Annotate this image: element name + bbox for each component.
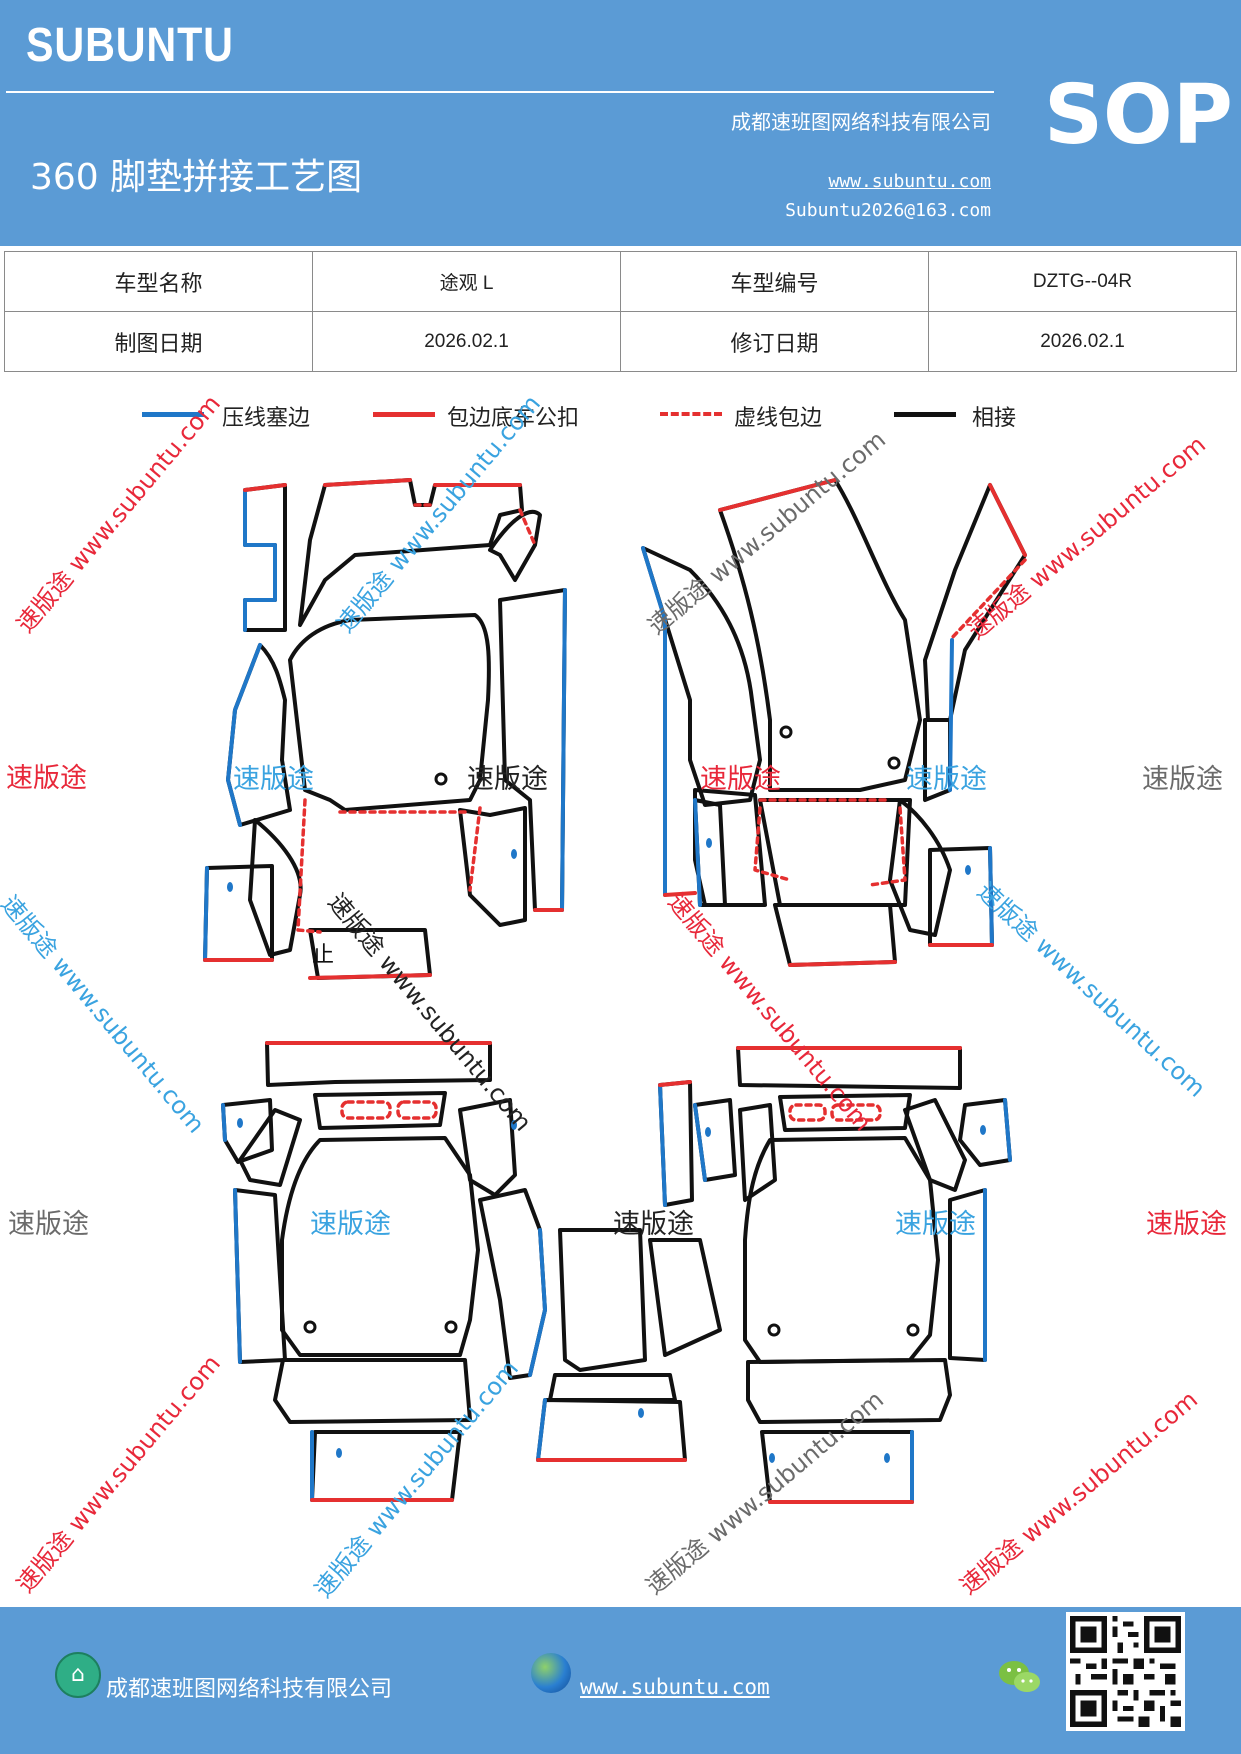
- home-icon: ⌂: [55, 1652, 101, 1698]
- watermark-brand: 速版途: [1142, 764, 1223, 795]
- footer-banner: ⌂ 成都速班图网络科技有限公司 www.subuntu.com: [0, 1607, 1241, 1754]
- legend-swatch-black: [894, 412, 956, 417]
- model-code-label: 车型编号: [620, 251, 929, 312]
- vehicle-info-table: 车型名称 途观 L 车型编号 DZTG--04R 制图日期 2026.02.1 …: [4, 251, 1237, 372]
- watermark-brand: 速版途: [310, 1209, 391, 1240]
- legend-swatch-blue: [142, 412, 204, 417]
- website-link[interactable]: www.subuntu.com: [828, 171, 991, 192]
- legend-swatch-red: [373, 412, 435, 417]
- footer-website-link[interactable]: www.subuntu.com: [580, 1675, 770, 1699]
- brand-logo: SUBUNTU: [26, 19, 234, 72]
- watermark-brand: 速版途: [895, 1209, 976, 1240]
- globe-icon: [531, 1653, 571, 1693]
- revise-date-label: 修订日期: [620, 311, 929, 372]
- watermark-brand: 速版途: [8, 1209, 89, 1240]
- model-name-label: 车型名称: [4, 251, 313, 312]
- table-row: 车型名称 途观 L 车型编号 DZTG--04R: [4, 251, 1237, 312]
- clip-markers: [227, 838, 986, 1463]
- watermark-brand: 速版途: [233, 764, 314, 795]
- draw-date-value: 2026.02.1: [312, 311, 621, 372]
- table-row: 制图日期 2026.02.1 修订日期 2026.02.1: [4, 311, 1237, 372]
- watermark-brand: 速版途: [1146, 1209, 1227, 1240]
- model-code-value: DZTG--04R: [928, 251, 1237, 312]
- email-address: Subuntu2026@163.com: [785, 200, 991, 221]
- floor-mat-pattern-drawing: 止: [203, 478, 1027, 1504]
- header-banner: SUBUNTU 360 脚垫拼接工艺图 成都速班图网络科技有限公司 www.su…: [0, 0, 1241, 246]
- watermark-brand: 速版途: [613, 1209, 694, 1240]
- legend-label: 包边底车公扣: [447, 406, 580, 431]
- wechat-icon: [999, 1661, 1040, 1692]
- qr-code-pattern: [1070, 1616, 1181, 1727]
- mat-panel-front-right: [641, 478, 1027, 967]
- revise-date-value: 2026.02.1: [928, 311, 1237, 372]
- legend: 压线塞边 包边底车公扣 虚线包边 相接: [0, 398, 1241, 438]
- mounting-holes: [303, 725, 920, 1337]
- qr-code[interactable]: [1066, 1612, 1185, 1731]
- legend-label: 虚线包边: [734, 406, 823, 431]
- legend-label: 相接: [972, 406, 1017, 431]
- draw-date-label: 制图日期: [4, 311, 313, 372]
- legend-swatch-red-dashed: [660, 412, 722, 416]
- watermark-brand: 速版途: [906, 764, 987, 795]
- watermark-brand: 速版途: [6, 763, 87, 794]
- stop-mark-label: 止: [312, 943, 334, 968]
- sop-badge: SOP: [1044, 68, 1233, 163]
- legend-label: 压线塞边: [222, 406, 311, 431]
- company-name: 成都速班图网络科技有限公司: [731, 110, 991, 134]
- footer-company: 成都速班图网络科技有限公司: [106, 1677, 393, 1702]
- watermark-brand: 速版途: [467, 764, 548, 795]
- header-divider: [6, 91, 994, 93]
- page-title: 360 脚垫拼接工艺图: [30, 157, 363, 198]
- mat-panel-rear-right: [693, 1046, 1012, 1504]
- model-name-value: 途观 L: [312, 251, 621, 312]
- watermark-brand: 速版途: [700, 764, 781, 795]
